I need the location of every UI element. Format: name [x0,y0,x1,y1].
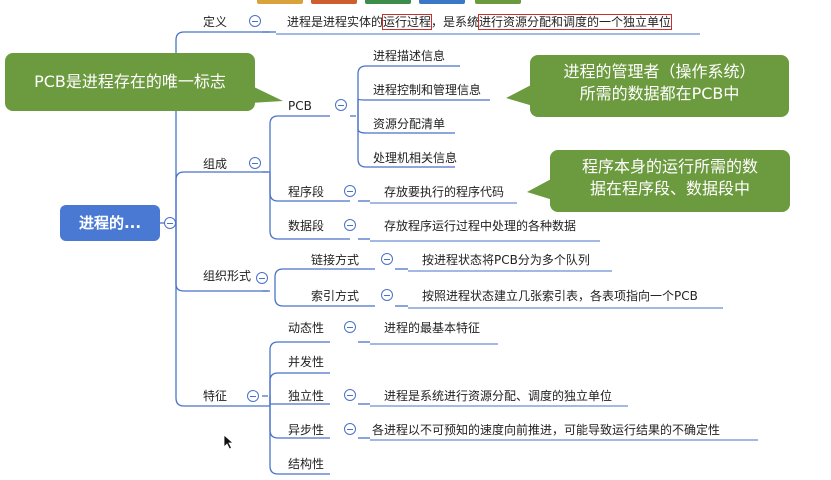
toolbar-tab-4[interactable] [419,0,465,4]
root-collapse-icon[interactable] [164,217,176,229]
callout-program-line1: 程序本身的运行所需的数 [581,157,758,176]
callout-program-data: 程序本身的运行所需的数 据在程序段、数据段中 [550,150,790,212]
pcb-item-3[interactable]: 资源分配清单 [373,117,446,131]
feature-async-label[interactable]: 异步性 [288,423,325,437]
feature-structure-label[interactable]: 结构性 [288,457,325,471]
root-node[interactable]: 进程的... [60,205,160,241]
composition-collapse-icon[interactable] [249,157,261,169]
composition-label[interactable]: 组成 [203,157,228,171]
definition-highlight-resource-unit: 进行资源分配和调度的一个独立单位 [478,14,673,30]
feature-dynamic-collapse-icon[interactable] [344,321,356,333]
definition-label[interactable]: 定义 [203,15,228,29]
toolbar-tab-1[interactable] [257,0,303,4]
pcb-collapse-icon[interactable] [335,99,347,111]
toolbar-tab-3[interactable] [365,0,411,4]
index-method-collapse-icon[interactable] [381,289,393,301]
index-method-text[interactable]: 按照进程状态建立几张索引表，各表项指向一个PCB [422,289,698,303]
pcb-item-4[interactable]: 处理机相关信息 [373,151,458,165]
data-segment-label[interactable]: 数据段 [288,219,325,233]
link-method-label[interactable]: 链接方式 [311,253,360,267]
definition-highlight-run-process: 运行过程 [382,14,433,30]
features-label[interactable]: 特征 [203,389,228,403]
link-method-collapse-icon[interactable] [381,253,393,265]
definition-collapse-icon[interactable] [249,15,261,27]
program-segment-text[interactable]: 存放要执行的程序代码 [384,185,505,199]
callout-manager-data: 进程的管理者（操作系统） 所需的数据都在PCB中 [530,55,789,117]
pcb-item-2[interactable]: 进程控制和管理信息 [373,83,482,97]
organization-label[interactable]: 组织形式 [203,269,252,283]
toolbar-tab-5[interactable] [475,0,521,4]
callout-pcb-unique-flag-text: PCB是进程存在的唯一标志 [34,72,226,91]
feature-concurrency-label[interactable]: 并发性 [288,355,325,369]
definition-text[interactable]: 进程是进程实体的运行过程，是系统进行资源分配和调度的一个独立单位 [287,14,673,30]
feature-independence-label[interactable]: 独立性 [288,389,325,403]
data-segment-text[interactable]: 存放程序运行过程中处理的各种数据 [384,219,577,233]
feature-independence-text[interactable]: 进程是系统进行资源分配、调度的独立单位 [384,389,613,403]
index-method-label[interactable]: 索引方式 [311,289,360,303]
program-segment-label[interactable]: 程序段 [288,185,325,199]
toolbar-tab-2[interactable] [311,0,357,4]
callout-pcb-unique-flag: PCB是进程存在的唯一标志 [5,53,255,111]
definition-text-prefix: 进程是进程实体的 [287,15,384,29]
program-segment-collapse-icon[interactable] [344,185,356,197]
callout-manager-line2: 所需的数据都在PCB中 [579,84,740,103]
definition-text-mid: ，是系统 [431,15,480,29]
feature-dynamic-label[interactable]: 动态性 [288,321,325,335]
feature-async-text[interactable]: 各进程以不可预知的速度向前推进，可能导致运行结果的不确定性 [372,423,721,437]
feature-dynamic-text[interactable]: 进程的最基本特征 [384,321,481,335]
mouse-cursor-icon [223,434,235,450]
pcb-label[interactable]: PCB [288,99,312,113]
feature-async-collapse-icon[interactable] [344,423,356,435]
feature-independence-collapse-icon[interactable] [344,389,356,401]
organization-collapse-icon[interactable] [256,272,268,284]
data-segment-collapse-icon[interactable] [344,219,356,231]
link-method-text[interactable]: 按进程状态将PCB分为多个队列 [422,253,590,267]
features-collapse-icon[interactable] [247,390,259,402]
callout-program-line2: 据在程序段、数据段中 [589,179,750,198]
callout-manager-line1: 进程的管理者（操作系统） [563,62,756,81]
pcb-item-1[interactable]: 进程描述信息 [373,49,446,63]
